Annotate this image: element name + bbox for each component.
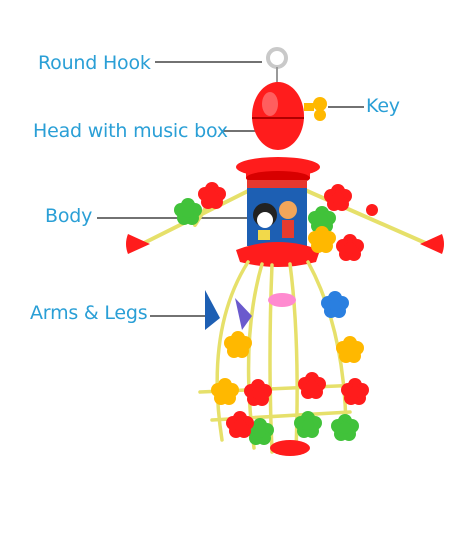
head-music-box — [252, 82, 304, 150]
leg-flowers — [211, 331, 369, 456]
key-knob — [304, 97, 327, 121]
body-drum — [247, 180, 307, 246]
label-arms-legs: Arms & Legs — [30, 302, 148, 324]
label-key: Key — [366, 95, 400, 117]
label-body: Body — [45, 205, 93, 227]
hanging-birds — [205, 290, 349, 330]
arm-flowers — [126, 182, 444, 261]
label-head-music-box: Head with music box — [33, 120, 228, 142]
round-hook — [266, 47, 288, 69]
leader-lines — [97, 61, 364, 317]
label-round-hook: Round Hook — [38, 52, 151, 74]
